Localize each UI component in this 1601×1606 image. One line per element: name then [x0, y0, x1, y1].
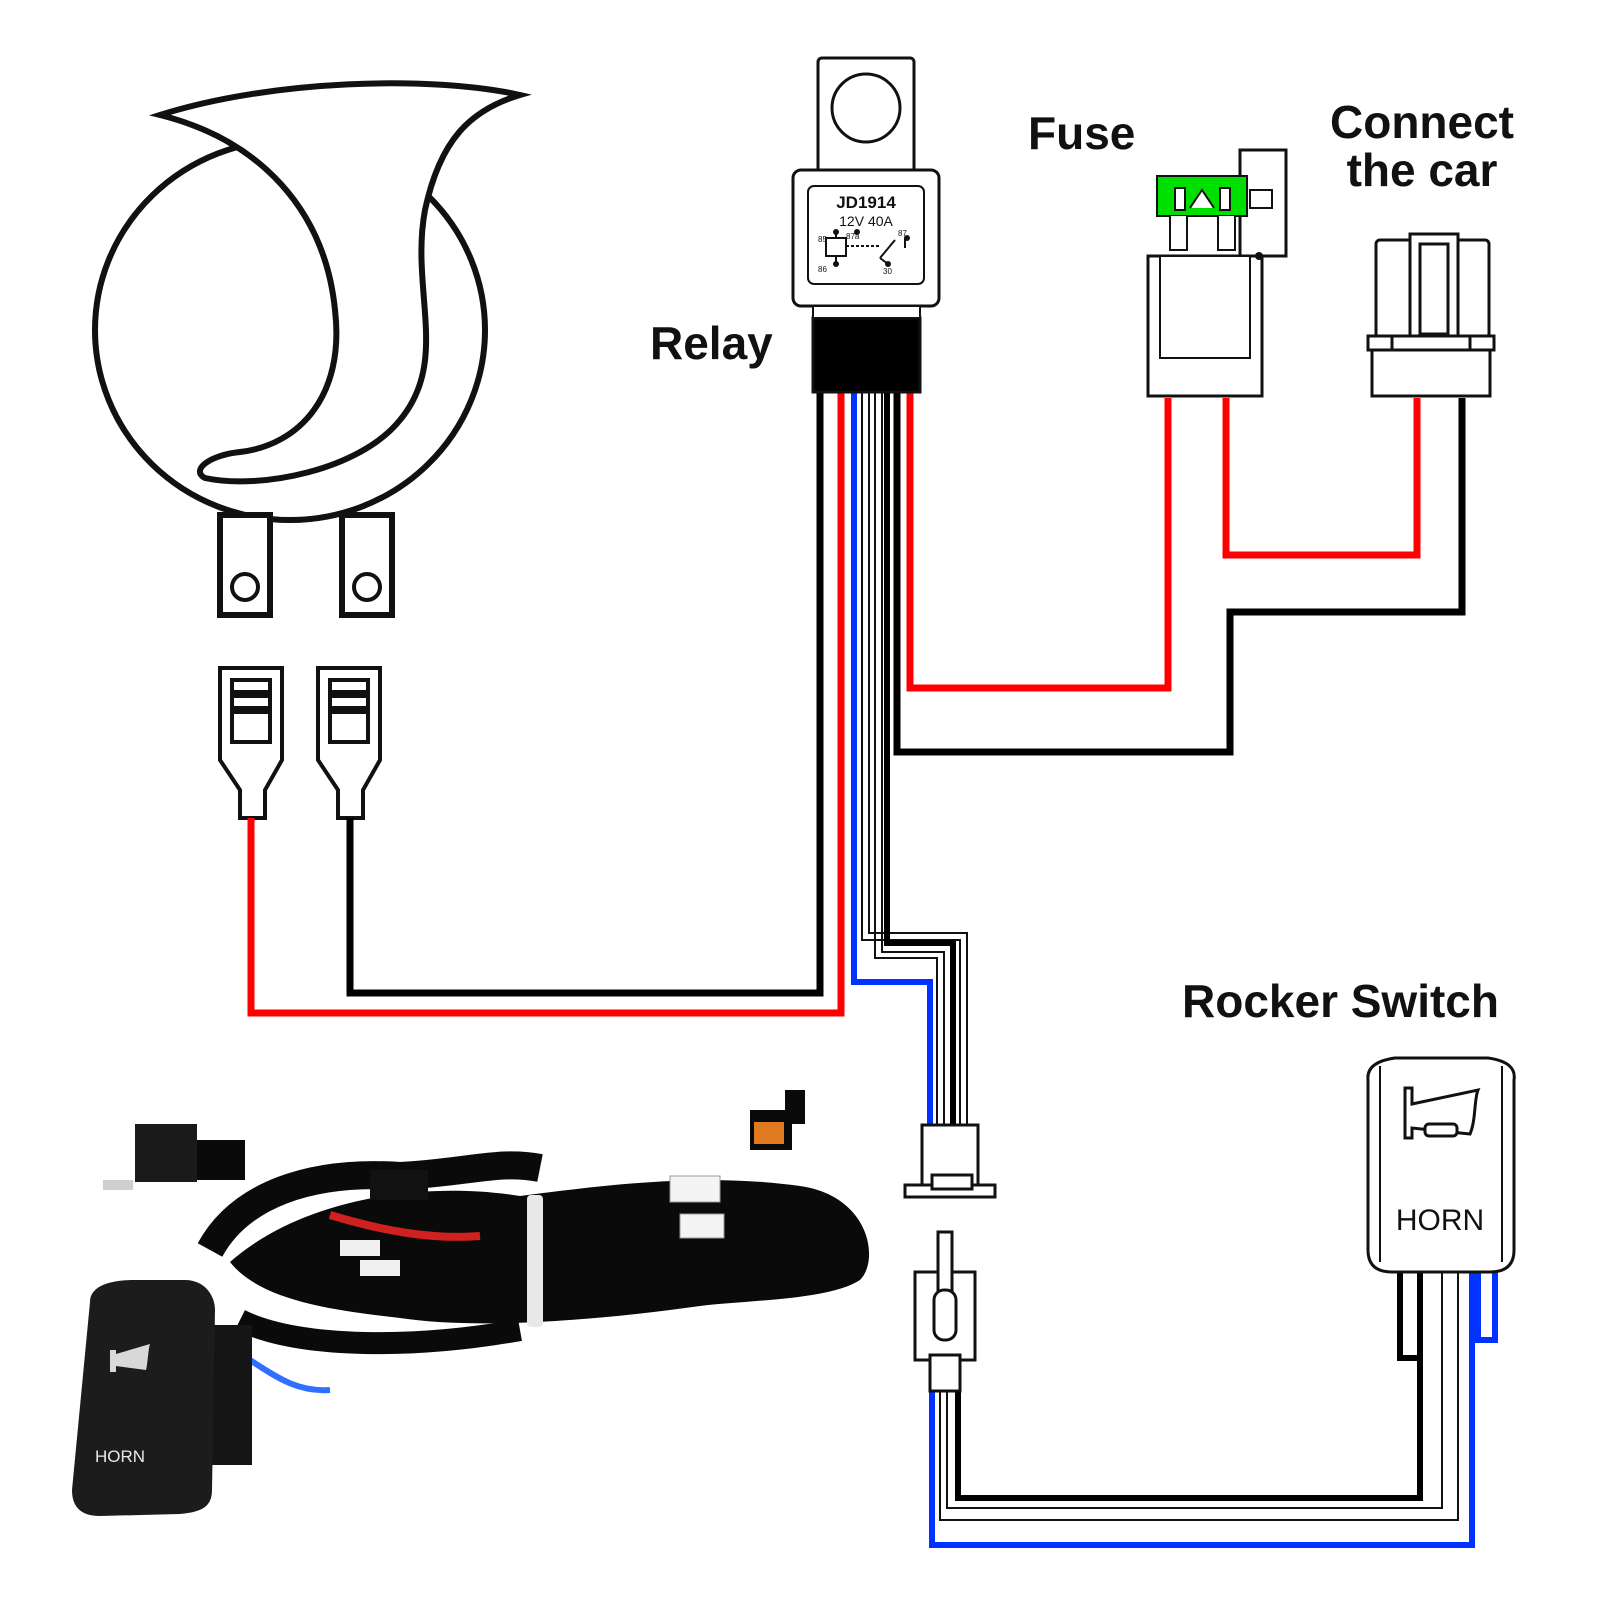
switch-harness-connector-male	[913, 1230, 977, 1393]
wire-ground-black	[893, 392, 1466, 756]
relay-icon: JD1914 12V 40A 85 87a 87 86 30	[791, 56, 941, 394]
relay-pin-87: 87	[898, 229, 907, 238]
fuse-label: Fuse	[1028, 107, 1136, 159]
fuse-blade-icon	[1156, 175, 1248, 251]
wire-lower-black	[955, 1272, 1423, 1501]
horn-symbol-icon	[1403, 1086, 1481, 1140]
wire-fuse-connect-red	[1222, 398, 1421, 559]
spade-terminal-right	[316, 666, 382, 820]
relay-pin-85: 85	[818, 235, 827, 244]
relay-rating-text: 12V 40A	[839, 213, 893, 229]
wire-switch-black	[884, 392, 956, 1125]
photo-rocker-switch-icon: HORN	[72, 1280, 252, 1516]
switch-horn-text: HORN	[1396, 1204, 1484, 1237]
rocker-switch-label: Rocker Switch	[1182, 975, 1499, 1027]
wire-switch-blue	[851, 392, 933, 1125]
photo-relay-icon	[103, 1124, 245, 1190]
relay-model-text: JD1914	[836, 193, 896, 212]
wire-switch-white-2	[874, 392, 945, 1125]
wire-relay-fuse-red	[906, 392, 1172, 692]
connect-car-label: Connect the car	[1330, 98, 1514, 194]
relay-label: Relay	[650, 317, 773, 369]
harness-photo: HORN	[72, 1090, 870, 1516]
wire-horn-black	[346, 392, 824, 997]
car-connector-icon	[1366, 232, 1496, 398]
switch-harness-connector-female	[903, 1123, 997, 1199]
wire-lower-white	[939, 1272, 1459, 1521]
photo-horn-text: HORN	[95, 1447, 145, 1466]
wire-lower-blue	[929, 1272, 1498, 1548]
wire-horn-red	[247, 392, 845, 1017]
connect-car-line1: Connect	[1330, 96, 1514, 148]
relay-pin-87a: 87a	[846, 232, 860, 241]
connect-car-line2: the car	[1346, 144, 1498, 196]
relay-pin-86: 86	[818, 265, 827, 274]
rocker-switch-icon: HORN	[1366, 1056, 1516, 1274]
horn-icon	[92, 80, 532, 618]
photo-connector-icon	[340, 1090, 805, 1276]
spade-terminal-left	[218, 666, 284, 820]
fuse-holder-icon	[1146, 148, 1288, 398]
relay-pin-30: 30	[883, 267, 892, 276]
